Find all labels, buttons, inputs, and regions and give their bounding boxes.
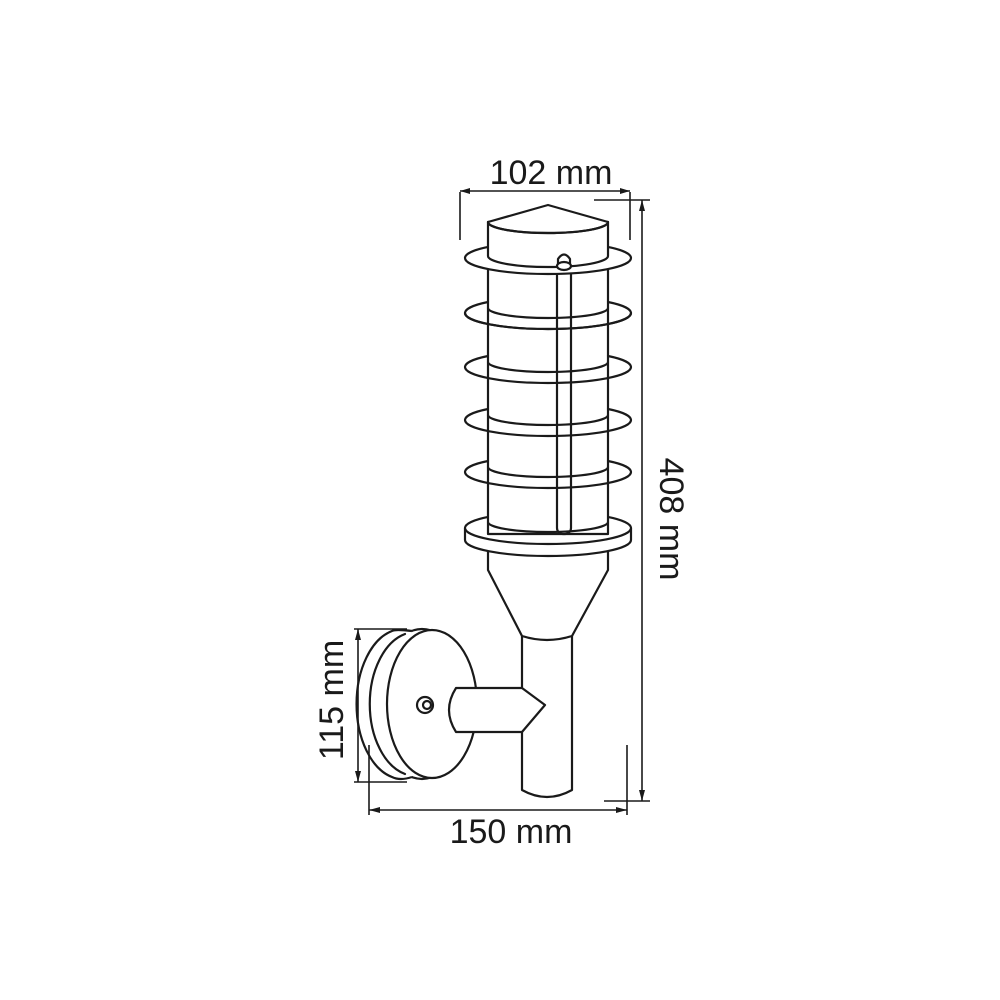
dimension-label-width: 102 mm [490,154,613,192]
top-screw-icon [555,253,573,272]
dimension-label-mount: 115 mm [313,640,351,760]
grille-ring [463,354,633,385]
grille-ring [463,300,633,331]
mount-screw-icon [415,695,435,715]
vertical-bar [555,260,573,536]
dimension-mount-height: 115 mm [313,628,407,783]
dimension-width-top: 102 mm [459,154,631,240]
stem-tube [520,632,574,799]
cap [463,203,633,276]
grille-rings [463,300,633,534]
grille-ring [463,407,633,438]
dimension-height-total: 408 mm [594,199,690,802]
glass-cylinder [486,254,610,536]
funnel-base [486,548,610,642]
dimension-label-height: 408 mm [652,458,690,581]
lamp-body [355,203,633,799]
arm-bracket [447,686,547,734]
grille-ring [463,459,633,490]
dimension-label-depth: 150 mm [450,813,573,851]
dimension-depth-total: 150 mm [368,745,628,851]
